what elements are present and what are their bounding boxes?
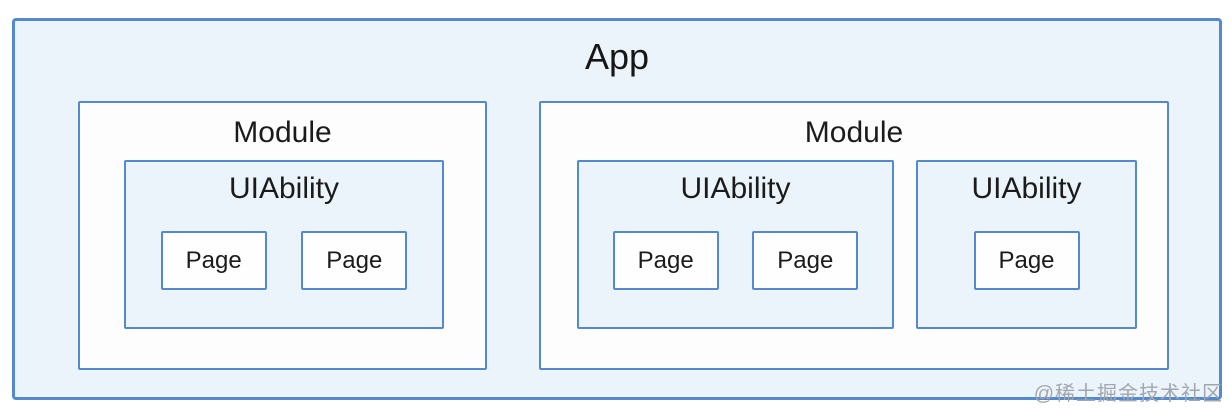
page-box: Page bbox=[973, 231, 1080, 290]
page-box: Page bbox=[612, 231, 719, 290]
uiability-label: UIAbility bbox=[228, 172, 340, 205]
uiability-box: UIAbility Page bbox=[916, 160, 1137, 329]
pages-row: Page Page bbox=[579, 231, 892, 290]
uiability-box: UIAbility Page Page bbox=[577, 160, 894, 329]
app-box: App Module UIAbility Page Page Module UI… bbox=[12, 18, 1222, 400]
pages-row: Page Page bbox=[126, 231, 442, 290]
page-box: Page bbox=[301, 231, 408, 290]
uiability-label: UIAbility bbox=[971, 172, 1082, 205]
module-box-right: Module UIAbility Page Page UIAbility Pag… bbox=[539, 101, 1169, 370]
page-box: Page bbox=[752, 231, 859, 290]
module-box-left: Module UIAbility Page Page bbox=[78, 101, 487, 370]
watermark: @稀土掘金技术社区 bbox=[1033, 383, 1223, 405]
page-box: Page bbox=[160, 231, 267, 290]
uiability-box: UIAbility Page Page bbox=[124, 160, 444, 329]
module-label: Module bbox=[233, 116, 332, 149]
app-label: App bbox=[584, 36, 650, 77]
uiability-label: UIAbility bbox=[680, 172, 791, 205]
module-label: Module bbox=[804, 116, 904, 149]
pages-row: Page bbox=[918, 231, 1135, 290]
